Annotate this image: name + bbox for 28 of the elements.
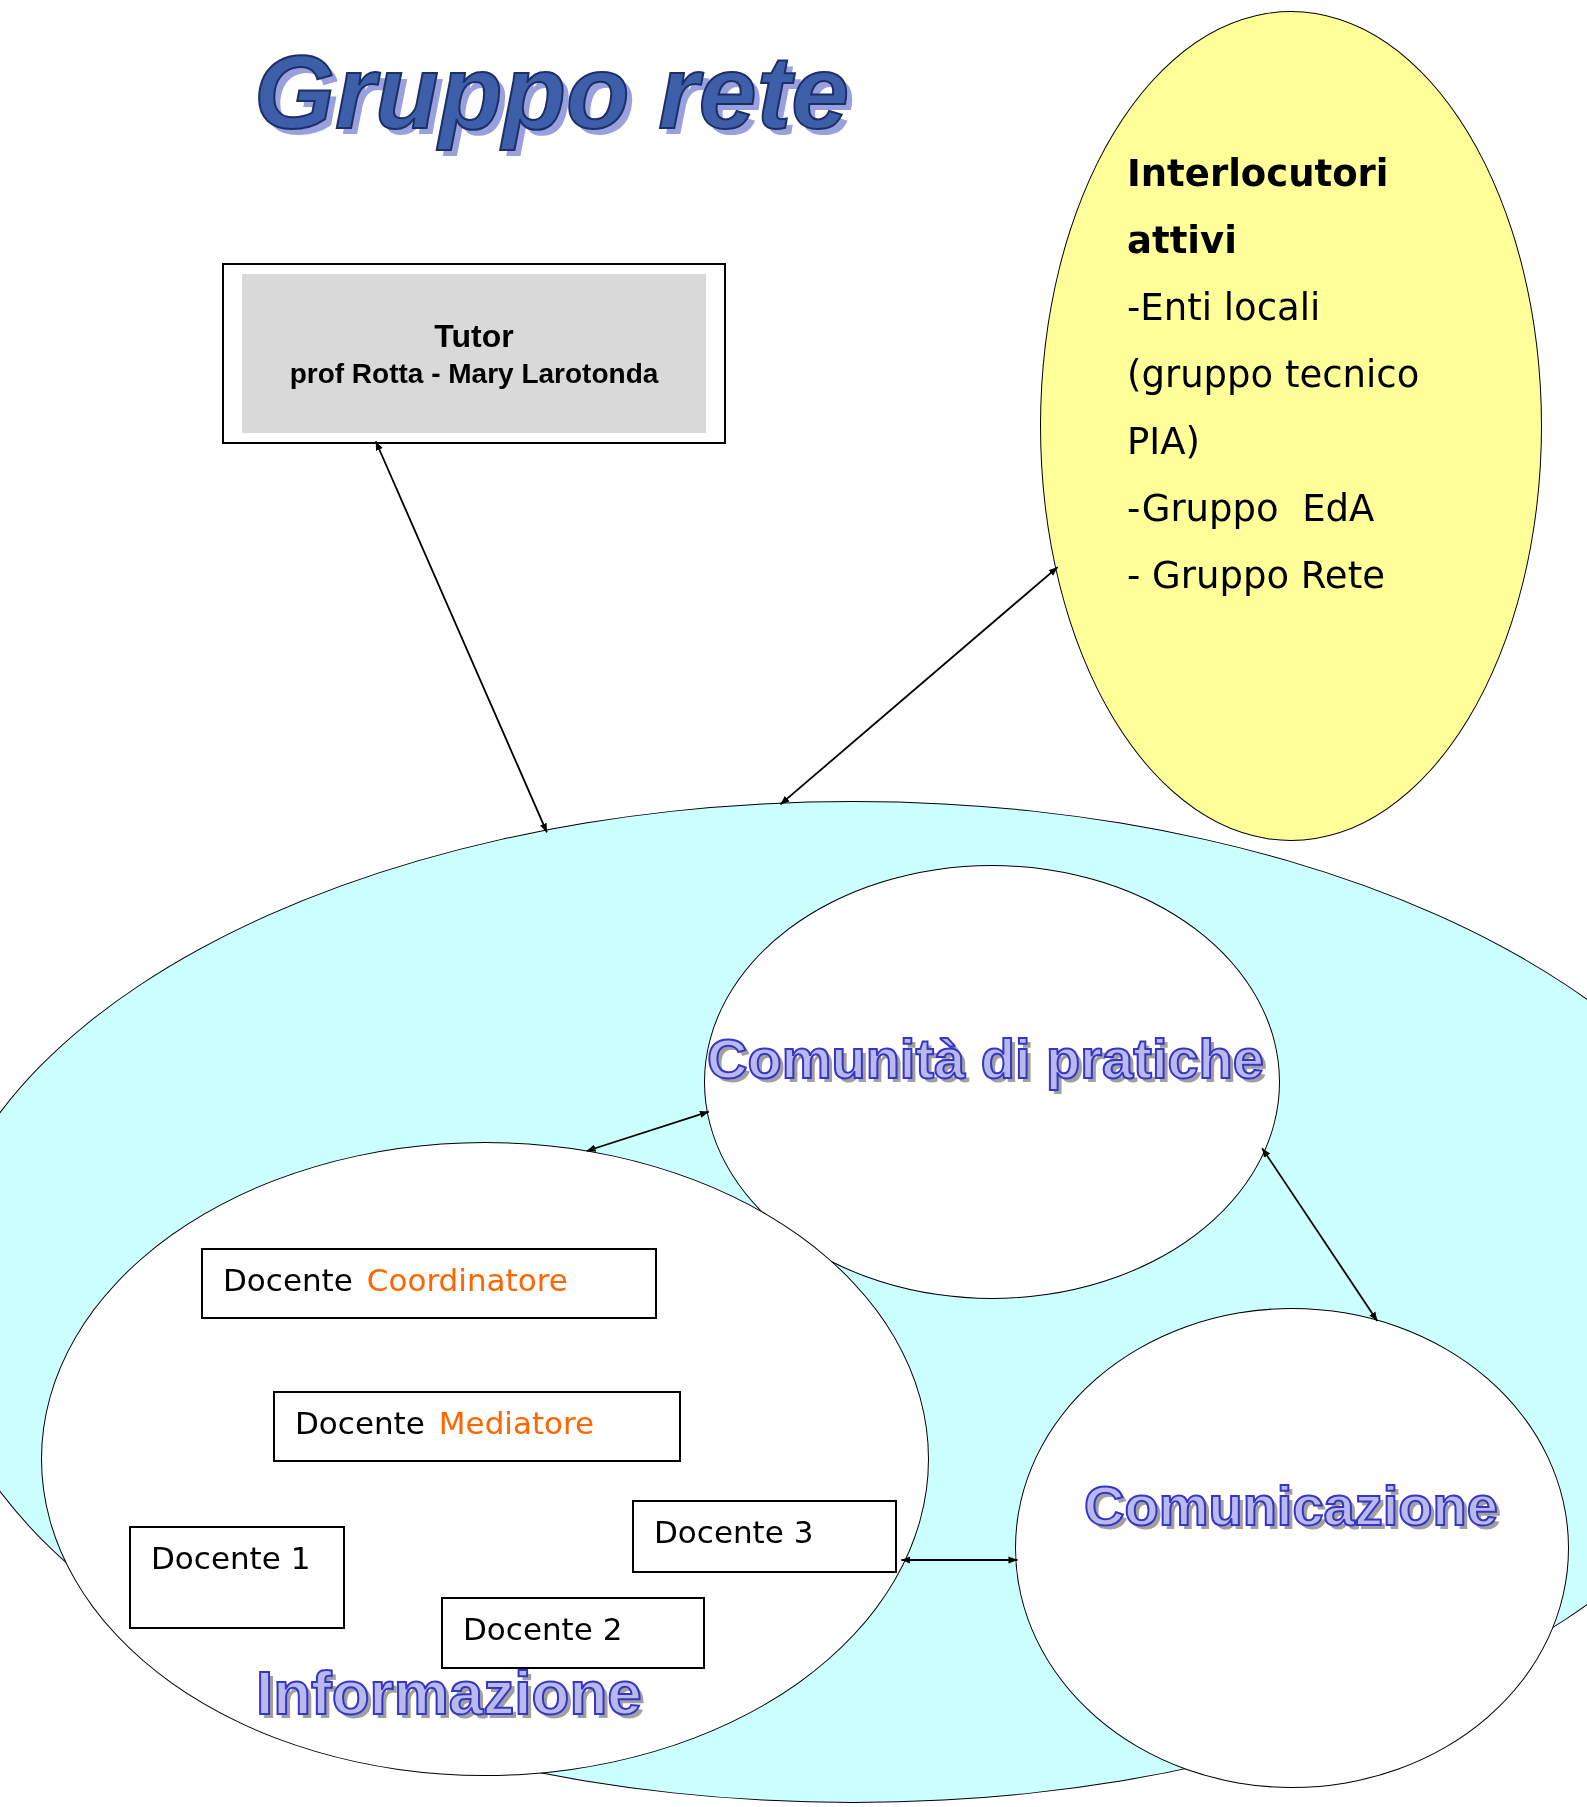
teacher-box <box>273 1391 681 1462</box>
tutor-label: Tutor <box>434 317 514 356</box>
diagram-title: Gruppo rete <box>254 33 850 152</box>
double-arrow <box>900 1556 1019 1564</box>
teacher-box <box>201 1248 657 1319</box>
list-item: -Gruppo EdA <box>1127 486 1376 532</box>
teacher-box <box>441 1597 705 1669</box>
tutor-names: prof Rotta - Mary Larotonda <box>289 357 659 391</box>
teacher-label: Docente <box>295 1405 425 1441</box>
tutor-box <box>222 263 726 444</box>
teacher-role: Coordinatore <box>366 1262 568 1298</box>
list-item: -Enti locali (gruppo tecnico PIA) <box>1127 285 1421 465</box>
double-arrow <box>779 566 1059 806</box>
circle-title: Comunicazione <box>1084 1475 1498 1537</box>
ellipse-heading: Interlocutori attivi <box>1127 151 1390 264</box>
list-item: - Gruppo Rete <box>1127 553 1386 599</box>
teacher-box <box>632 1500 897 1573</box>
teacher-box <box>129 1526 345 1629</box>
teacher-label: Docente 3 <box>654 1514 814 1550</box>
teacher-role: Mediatore <box>438 1405 595 1441</box>
circle-title: Comunità di pratiche <box>707 1028 1264 1090</box>
teacher-label: Docente <box>223 1262 353 1298</box>
double-arrow <box>585 1110 710 1152</box>
double-arrow <box>374 440 548 834</box>
circle-title: Informazione <box>256 1659 642 1728</box>
double-arrow <box>1261 1147 1379 1322</box>
teacher-label: Docente 1 <box>151 1540 311 1576</box>
teacher-label: Docente 2 <box>463 1611 623 1647</box>
